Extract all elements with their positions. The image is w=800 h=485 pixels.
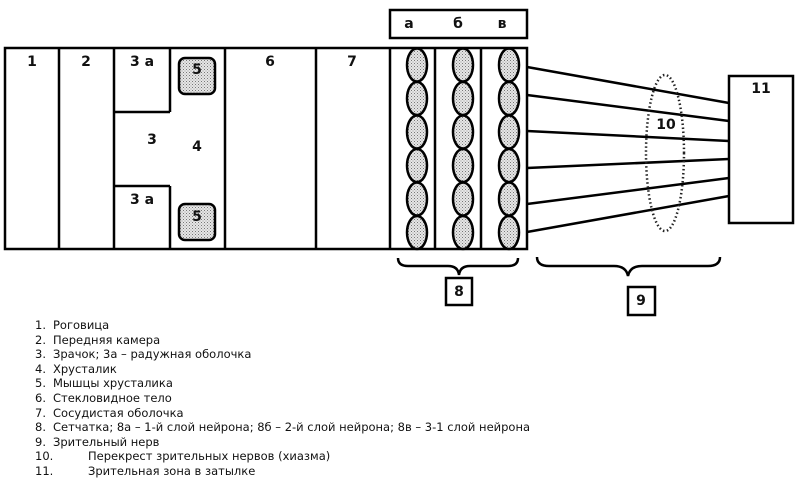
label-layer-v: в [498, 16, 507, 32]
label-5-top: 5 [192, 62, 202, 78]
legend-number: 10. [35, 449, 54, 464]
label-7: 7 [347, 54, 357, 70]
label-box-8 [444, 276, 474, 307]
optic-nerve-fiber [526, 194, 730, 234]
label-8: 8 [454, 284, 464, 300]
legend-item: 9. Зрительный нерв [35, 435, 530, 450]
legend-number: 11. [35, 463, 54, 478]
label-1: 1 [27, 54, 37, 70]
legend-text: Зрительный нерв [53, 434, 160, 449]
legend-number: 6. [35, 390, 46, 405]
legend-item: 2. Передняя камера [35, 333, 530, 348]
neuron-cell [405, 47, 429, 83]
legend-number: 1. [35, 318, 46, 332]
optic-nerve-fiber [526, 176, 730, 206]
optic-nerve-fiber [526, 65, 730, 105]
label-2: 2 [81, 54, 91, 70]
legend-number: 8. [35, 420, 46, 435]
legend-number: 3. [35, 347, 46, 362]
label-9: 9 [636, 293, 646, 309]
label-layer-a: а [404, 16, 413, 32]
neuron-cell [497, 114, 521, 150]
legend-text: Зрачок; 3а – радужная оболочка [53, 347, 252, 362]
neuron-cell [497, 47, 521, 83]
legend-text: Сосудистая оболочка [53, 405, 184, 420]
label-3a-bottom: 3 а [130, 192, 154, 208]
legend-number: 7. [35, 405, 46, 420]
label-5-bottom: 5 [192, 209, 202, 225]
eye-outline [3, 46, 529, 251]
neuron-cell [405, 114, 429, 150]
legend-item: 10. Перекрест зрительных нервов (хиазма) [35, 449, 530, 464]
legend-item: 7. Сосудистая оболочка [35, 406, 530, 421]
legend-text: Хрусталик [53, 361, 117, 376]
brace-optic-nerve [535, 256, 722, 277]
legend: 1. Роговица 2. Передняя камера 3. Зрачок; 3а … [35, 318, 530, 479]
brace-retina [396, 257, 520, 276]
optic-nerve-fiber [526, 93, 730, 123]
lens-muscle-top [177, 56, 217, 96]
label-box-9 [626, 285, 657, 317]
label-3: 3 [147, 132, 157, 148]
legend-text: Передняя камера [53, 332, 161, 347]
label-11: 11 [751, 81, 770, 97]
chiasm-dotted-ellipse [644, 73, 686, 233]
retina-layer-header-box [388, 8, 529, 40]
label-6: 6 [265, 54, 275, 70]
neuron-cell [497, 181, 521, 217]
lens-muscle-bottom [177, 202, 217, 242]
legend-item: 1. Роговица [35, 318, 530, 333]
legend-item: 3. Зрачок; 3а – радужная оболочка [35, 347, 530, 362]
optic-nerve-fiber [526, 129, 730, 143]
neuron-cell [405, 214, 429, 251]
label-4: 4 [192, 139, 202, 155]
legend-text: Роговица [53, 318, 110, 332]
legend-text: Стекловидное тело [53, 390, 172, 405]
label-layer-b: б [453, 16, 463, 32]
legend-text: Сетчатка; 8а – 1-й слой нейрона; 8б – 2-… [53, 420, 531, 435]
neuron-cell [497, 80, 521, 117]
neuron-cell [451, 181, 475, 217]
neuron-cell [405, 80, 429, 117]
legend-number: 5. [35, 376, 46, 391]
neuron-cell [497, 147, 521, 184]
neuron-cell [405, 181, 429, 217]
neuron-cell [451, 147, 475, 184]
label-3a-top: 3 а [130, 54, 154, 70]
neuron-cell [405, 147, 429, 184]
legend-item: 5. Мышцы хрусталика [35, 376, 530, 391]
legend-item: 6. Стекловидное тело [35, 391, 530, 406]
label-10: 10 [656, 117, 676, 133]
visual-cortex-box [727, 74, 795, 225]
neuron-cell [451, 214, 475, 251]
neuron-cell [451, 80, 475, 117]
legend-item: 11. Зрительная зона в затылке [35, 464, 530, 479]
optic-nerve-fiber [526, 157, 730, 170]
neuron-cell [497, 214, 521, 251]
neuron-cell [451, 47, 475, 83]
legend-number: 9. [35, 434, 46, 449]
legend-text: Перекрест зрительных нервов (хиазма) [88, 449, 331, 464]
legend-item: 8. Сетчатка; 8а – 1-й слой нейрона; 8б – … [35, 420, 530, 435]
legend-text: Зрительная зона в затылке [88, 463, 256, 478]
legend-number: 4. [35, 361, 46, 376]
legend-number: 2. [35, 332, 46, 347]
legend-text: Мышцы хрусталика [53, 376, 173, 391]
legend-item: 4. Хрусталик [35, 362, 530, 377]
neuron-cell [451, 114, 475, 150]
